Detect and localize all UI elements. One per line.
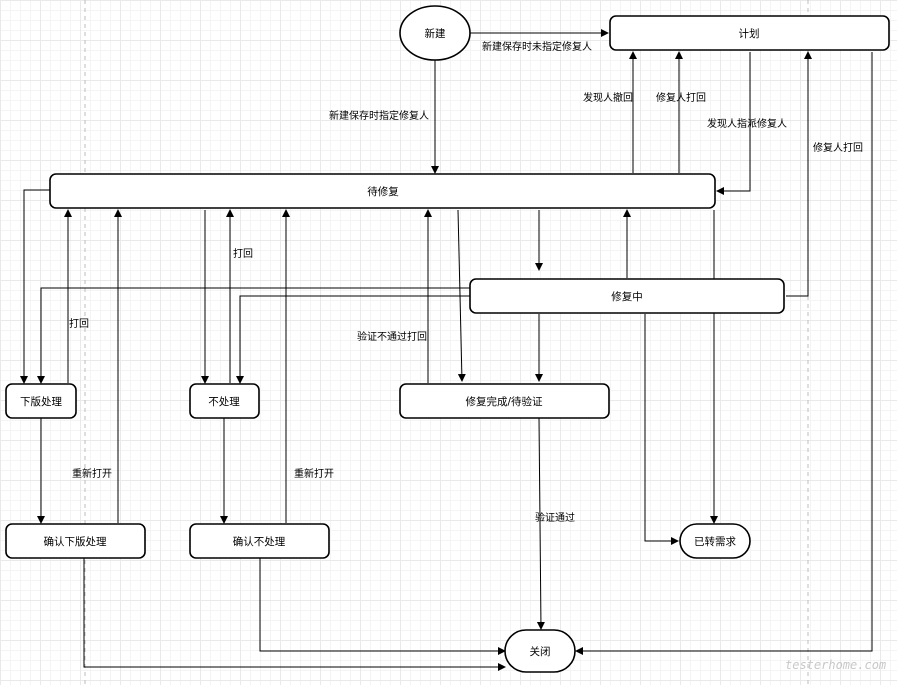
state-new: 新建 bbox=[399, 5, 471, 61]
edge-confirm-nohandle-to-closed bbox=[259, 558, 506, 655]
state-fixed-pending-verify: 修复完成/待验证 bbox=[399, 383, 610, 419]
edge-fixer-return-2 bbox=[786, 51, 812, 297]
edge-label: 新建保存时未指定修复人 bbox=[482, 40, 592, 53]
edge-plan-to-closed bbox=[575, 52, 873, 655]
state-label: 修复中 bbox=[611, 290, 643, 303]
edge-verify-pass bbox=[536, 417, 545, 630]
edge-label: 打回 bbox=[69, 317, 89, 330]
state-plan: 计划 bbox=[609, 15, 890, 51]
edge-label: 发现人撤回 bbox=[583, 91, 633, 104]
edge-label: 新建保存时指定修复人 bbox=[329, 109, 429, 122]
watermark: testerhome.com bbox=[785, 658, 886, 672]
state-confirm-no-handle: 确认不处理 bbox=[189, 523, 330, 559]
state-no-handle: 不处理 bbox=[189, 383, 260, 419]
edge-pending-to-verify bbox=[457, 209, 466, 382]
edge-label: 修复人打回 bbox=[656, 91, 706, 104]
state-label: 新建 bbox=[425, 27, 446, 40]
state-pending-fix: 待修复 bbox=[49, 173, 716, 209]
state-closed: 关闭 bbox=[504, 629, 576, 673]
edge-fixing-to-version bbox=[37, 287, 470, 384]
edge-label: 打回 bbox=[233, 247, 253, 260]
edge-label: 重新打开 bbox=[72, 467, 112, 480]
edge-labels: 新建保存时未指定修复人 新建保存时指定修复人 发现人撤回 修复人打回 发现人指派… bbox=[69, 40, 863, 524]
edges bbox=[20, 29, 873, 671]
state-label: 已转需求 bbox=[694, 535, 736, 548]
edge-confirm-version-to-closed bbox=[83, 558, 506, 671]
state-label: 确认不处理 bbox=[233, 535, 286, 548]
edge-label: 修复人打回 bbox=[813, 141, 863, 154]
state-label: 待修复 bbox=[367, 185, 399, 198]
edge-fixing-to-nohandle bbox=[236, 295, 470, 384]
edge-label: 验证不通过打回 bbox=[357, 330, 427, 343]
state-label: 修复完成/待验证 bbox=[465, 395, 543, 408]
edge-fixing-to-requirement bbox=[644, 314, 679, 545]
state-label: 确认下版处理 bbox=[44, 535, 107, 548]
state-label: 关闭 bbox=[530, 645, 551, 658]
edge-label: 重新打开 bbox=[294, 467, 334, 480]
state-label: 计划 bbox=[739, 27, 760, 40]
state-fixing: 修复中 bbox=[469, 278, 785, 314]
edge-pending-to-version bbox=[20, 189, 50, 384]
state-label: 不处理 bbox=[208, 396, 240, 408]
edge-reporter-assign bbox=[716, 52, 751, 195]
state-version-handle: 下版处理 bbox=[5, 383, 77, 419]
state-to-requirement: 已转需求 bbox=[679, 523, 751, 559]
edge-label: 验证通过 bbox=[535, 511, 575, 524]
state-confirm-version-handle: 确认下版处理 bbox=[5, 523, 146, 559]
edge-label: 发现人指派修复人 bbox=[707, 117, 787, 130]
state-label: 下版处理 bbox=[20, 395, 62, 408]
